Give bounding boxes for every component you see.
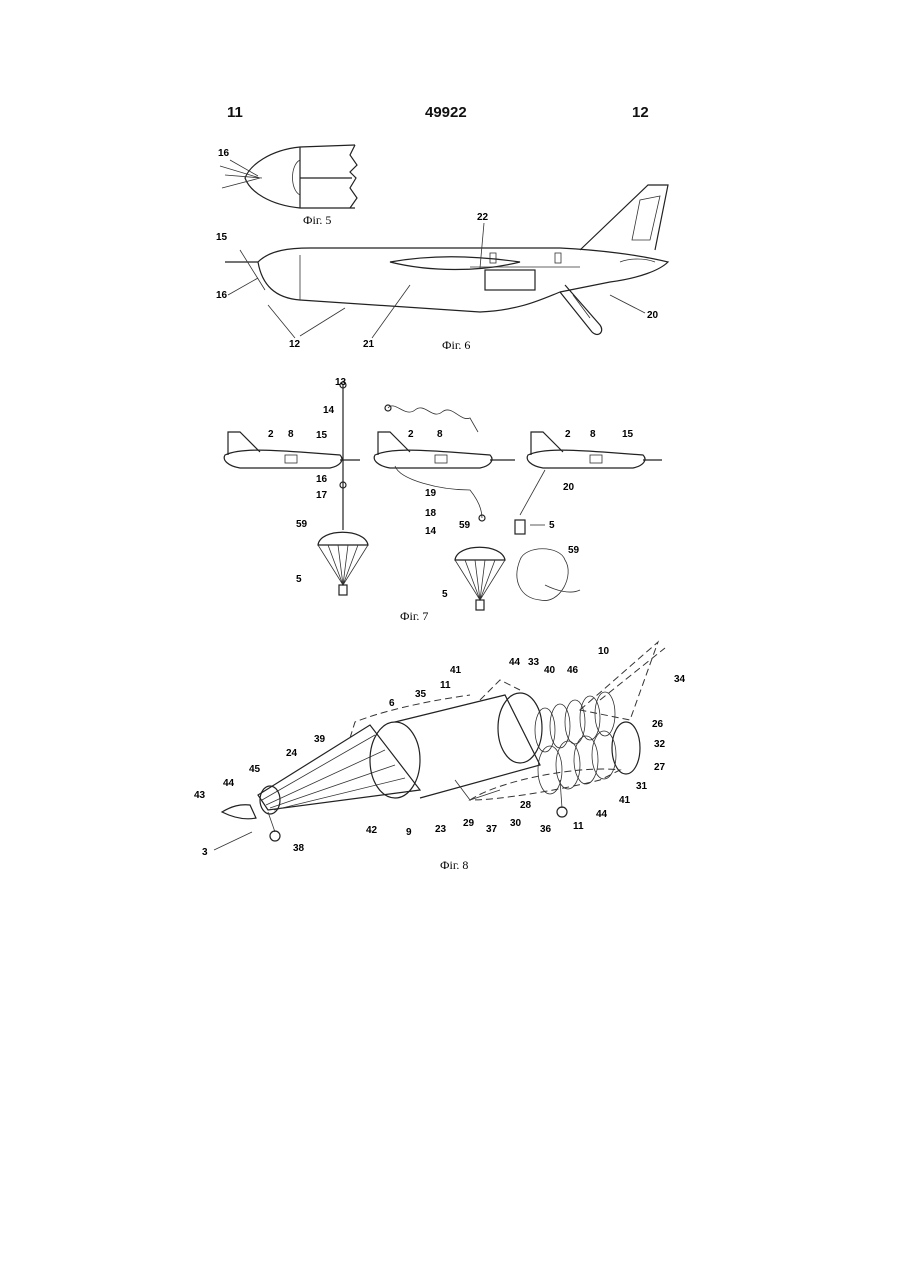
fig6-label-22: 22	[477, 212, 489, 223]
fig7-label-5a: 5	[296, 574, 302, 585]
fig7-label-5c: 5	[549, 520, 555, 531]
fig8-label-29: 29	[463, 818, 475, 829]
fig8-label-38: 38	[293, 843, 305, 854]
fig8-label-40: 40	[544, 665, 556, 676]
fig8-label-23: 23	[435, 824, 447, 835]
fig6-label-16: 16	[216, 290, 228, 301]
fig8-label-9: 9	[406, 827, 412, 838]
fig7-label-14b: 14	[425, 526, 437, 537]
fig8-label-10: 10	[598, 646, 610, 657]
fig8-label-31: 31	[636, 781, 648, 792]
fig7-label-59a: 59	[296, 519, 308, 530]
fig8-label-28: 28	[520, 800, 532, 811]
fig6-leader-22	[480, 223, 484, 268]
fig8-arrow-3	[214, 832, 252, 850]
fig8-label-33: 33	[528, 657, 540, 668]
fig8-label-37: 37	[486, 824, 498, 835]
fig7-label-14: 14	[323, 405, 335, 416]
fig8-label-44c: 44	[223, 778, 235, 789]
fig6-label-15: 15	[216, 232, 228, 243]
fig7-label-16: 16	[316, 474, 328, 485]
fig6-label-20: 20	[647, 310, 659, 321]
fig8-caption: Фіг. 8	[440, 858, 468, 872]
fig8-label-44a: 44	[509, 657, 521, 668]
fig6-label-12: 12	[289, 339, 301, 350]
fig8-label-45: 45	[249, 764, 261, 775]
fig7-label-8a: 8	[288, 429, 294, 440]
fig6-leader-21	[372, 285, 410, 338]
fig7-label-2c: 2	[565, 429, 571, 440]
fig6-leader-16	[228, 278, 258, 295]
fig7-label-2a: 2	[268, 429, 274, 440]
fig6-leader-20	[610, 295, 645, 313]
fig8-label-11b: 11	[573, 821, 584, 832]
fig6-label-21: 21	[363, 339, 375, 350]
fig8-label-34: 34	[674, 674, 686, 685]
fig6-arrow-12a	[268, 305, 295, 338]
fig7-label-15a: 15	[316, 430, 328, 441]
fig7-label-8c: 8	[590, 429, 596, 440]
fig7-label-18: 18	[425, 508, 437, 519]
fig8-label-42: 42	[366, 825, 378, 836]
fig7-drawing	[224, 382, 662, 610]
fig7-label-59c: 59	[568, 545, 580, 556]
fig7-label-5b: 5	[442, 589, 448, 600]
fig8-label-32: 32	[654, 739, 666, 750]
fig8-label-46: 46	[567, 665, 579, 676]
fig8-label-30: 30	[510, 818, 522, 829]
fig8-label-6: 6	[389, 698, 395, 709]
fig5-caption: Фіг. 5	[303, 213, 331, 227]
fig5-drawing	[220, 145, 357, 208]
fig7-label-2b: 2	[408, 429, 414, 440]
fig8-label-11a: 11	[440, 680, 451, 691]
fig8-label-39: 39	[314, 734, 326, 745]
fig8-label-24: 24	[286, 748, 298, 759]
fig8-label-35: 35	[415, 689, 427, 700]
fig8-label-44b: 44	[596, 809, 608, 820]
fig5-label-16: 16	[218, 148, 230, 159]
fig7-label-15c: 15	[622, 429, 634, 440]
fig8-label-41b: 41	[619, 795, 631, 806]
fig7-caption: Фіг. 7	[400, 609, 428, 623]
fig7-label-20: 20	[563, 482, 575, 493]
fig8-label-27: 27	[654, 762, 666, 773]
fig7-label-17: 17	[316, 490, 328, 501]
fig6-caption: Фіг. 6	[442, 338, 470, 352]
fig8-label-36: 36	[540, 824, 552, 835]
fig8-label-41a: 41	[450, 665, 462, 676]
fig7-label-19: 19	[425, 488, 437, 499]
fig8-label-43: 43	[194, 790, 206, 801]
fig6-arrow-12b	[300, 308, 345, 336]
fig7-label-13: 13	[335, 377, 347, 388]
fig7-label-59b: 59	[459, 520, 471, 531]
fig7-label-8b: 8	[437, 429, 443, 440]
fig8-label-26: 26	[652, 719, 664, 730]
fig8-label-3: 3	[202, 847, 208, 858]
